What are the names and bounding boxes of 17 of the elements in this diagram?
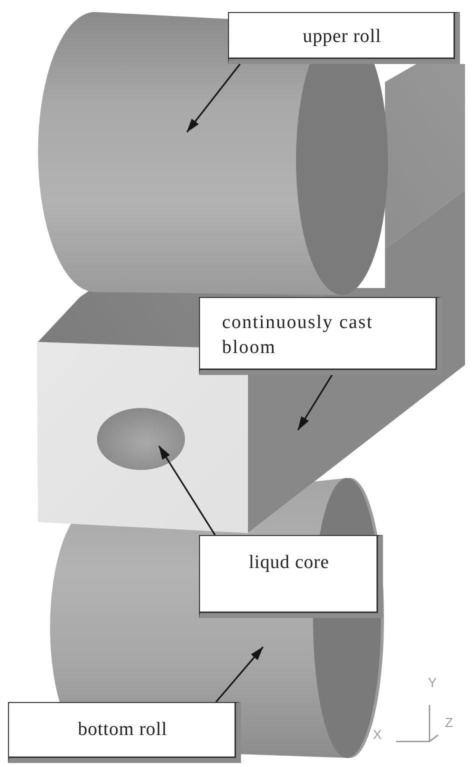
callout-text: upper roll xyxy=(302,25,382,49)
leader-arrow xyxy=(186,64,241,132)
axis-label: Z xyxy=(445,716,453,729)
callout-box xyxy=(228,12,460,64)
leader-arrow xyxy=(215,646,264,703)
leader-arrow xyxy=(297,374,333,430)
callout-text: liqud core xyxy=(248,551,330,575)
callout-box xyxy=(199,535,383,618)
roll-cylinder xyxy=(38,12,388,296)
callout-box xyxy=(8,702,241,763)
axis-label: Y xyxy=(428,676,437,689)
axis-label: X xyxy=(373,728,382,741)
core-ellipse xyxy=(97,408,185,470)
callout-text: bottom roll xyxy=(78,718,168,742)
callout-box xyxy=(199,297,442,375)
callout-text: continuously cast bloom xyxy=(222,311,374,360)
leader-arrow xyxy=(158,446,216,536)
